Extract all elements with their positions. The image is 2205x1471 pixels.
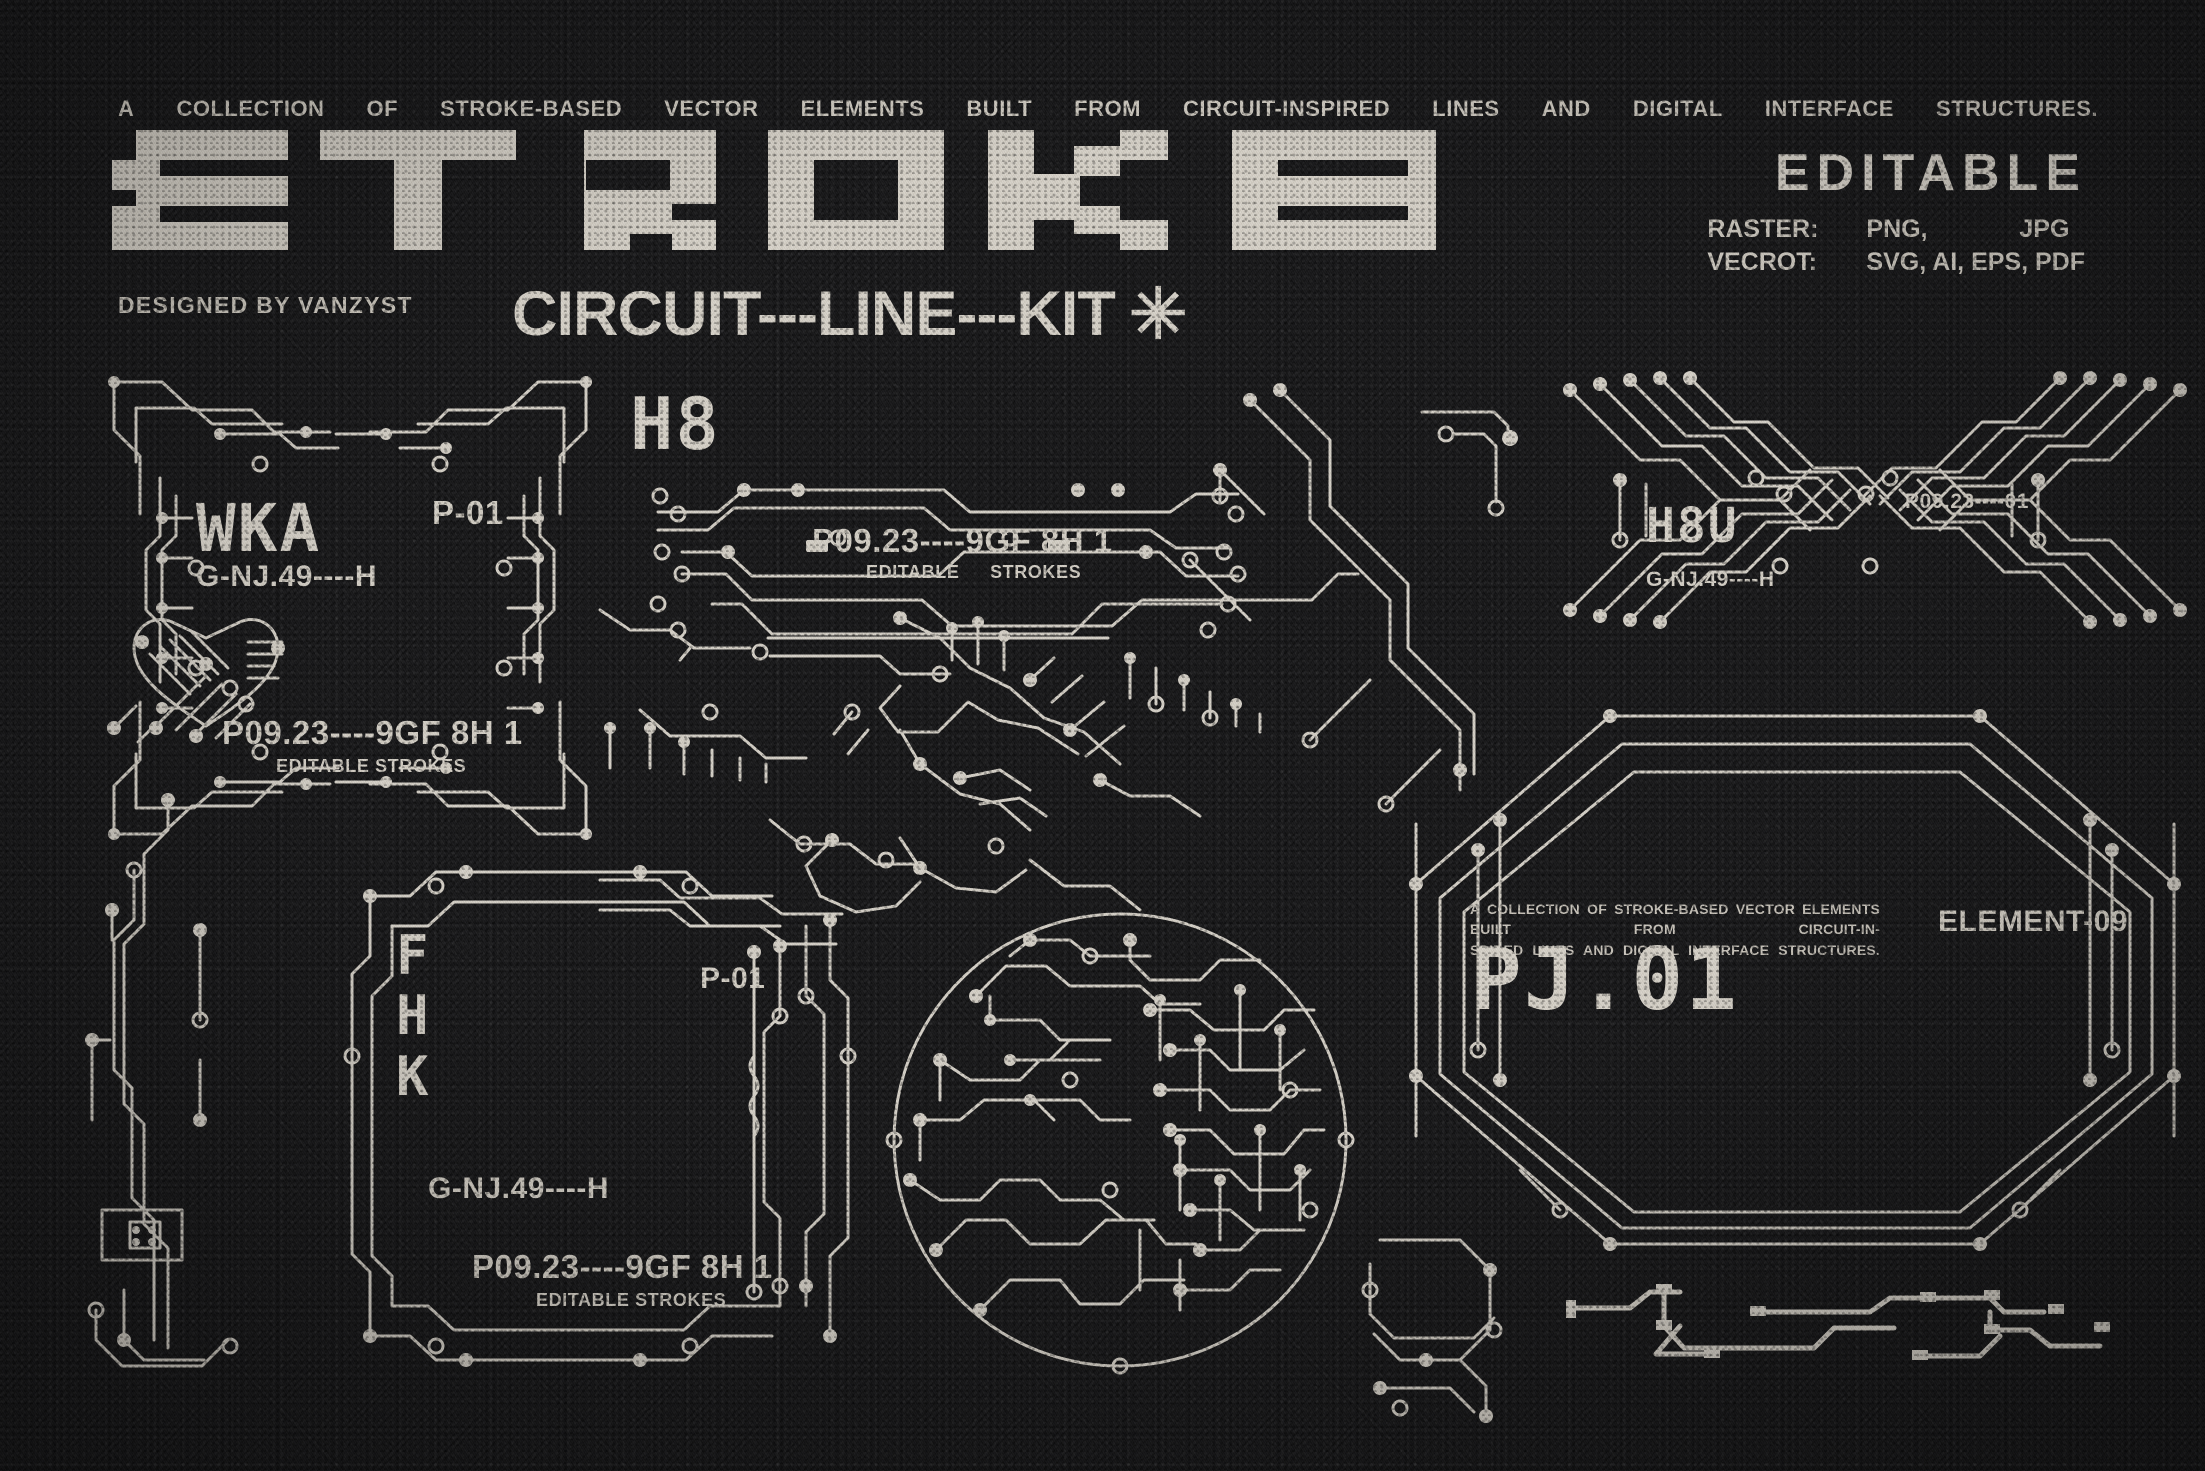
tagline-word: LINES xyxy=(1432,96,1500,121)
code-sub-wka: G-NJ.49----H xyxy=(196,560,378,593)
code-main-wka: P09.23----9GF 8H 1 xyxy=(222,714,523,751)
circuit-diagonal-bundle xyxy=(1181,383,1476,813)
element-glyph-h8: H8 xyxy=(630,382,721,466)
tagline-word: BUILT xyxy=(966,96,1033,121)
raster-label: RASTER: xyxy=(1707,215,1819,243)
tagline-word: DIGITAL xyxy=(1632,96,1723,121)
code-main-fhk: P09.23----9GF 8H 1 xyxy=(472,1248,773,1285)
circuit-octagon-pj01 xyxy=(1409,709,2181,1251)
code-main-h8: P09.23----9GF 8H 1 xyxy=(812,522,1113,559)
circuit-bus-h8 xyxy=(649,483,1360,640)
glyph-line: K xyxy=(396,1044,431,1108)
subtitle: CIRCUIT---LINE---KIT ✳ xyxy=(512,274,1188,353)
vector-label: VECROT: xyxy=(1707,247,1818,276)
blurb-line: SPIRED LINES AND DIGITAL INTERFACE STRUC… xyxy=(1470,941,1880,958)
tagline-word: AND xyxy=(1541,96,1591,121)
tagline-word: ELEMENTS xyxy=(800,96,925,121)
blurb-line: A COLLECTION OF STROKE-BASED VECTOR ELEM… xyxy=(1470,901,1880,938)
glyph-line: F xyxy=(396,924,431,987)
circuit-x-node xyxy=(1563,371,2187,629)
vector-value: SVG, AI, EPS, PDF xyxy=(1866,247,2085,276)
circuit-square-traces xyxy=(1566,1284,2110,1360)
circuit-small-bracket xyxy=(1361,1238,1503,1423)
caption-fhk: EDITABLE STROKES xyxy=(536,1290,727,1310)
circuit-globe xyxy=(885,912,1355,1375)
designer-credit: DESIGNED BY VANZYST xyxy=(118,292,413,318)
circuit-left-bracket xyxy=(85,793,239,1368)
tagline-word: A xyxy=(118,96,135,121)
circuit-heart xyxy=(107,618,285,744)
element-glyph-pj01: PJ.01 xyxy=(1470,930,1739,1030)
tagline: A COLLECTION OF STROKE-BASED VECTOR ELEM… xyxy=(118,96,2098,122)
code-sub-h8u: G-NJ.49----H xyxy=(1646,568,1775,591)
tagline-word: INTERFACE xyxy=(1764,96,1894,121)
asterisk-icon: ✳ xyxy=(1128,274,1188,353)
octagon-blurb: A COLLECTION OF STROKE-BASED VECTOR ELEM… xyxy=(1470,899,1880,960)
tagline-word: FROM xyxy=(1074,96,1141,121)
circuit-handshake xyxy=(598,608,1262,946)
format-list: RASTER: PNG, JPG VECROT: SVG, AI, EPS, P… xyxy=(1705,212,2087,280)
tagline-word: OF xyxy=(366,96,399,121)
tagline-word: VECTOR xyxy=(664,96,759,121)
element-glyph-fhk: F H K xyxy=(396,924,431,1108)
tagline-word: COLLECTION xyxy=(176,96,325,121)
caption-h8-right: STROKES xyxy=(990,562,1082,582)
code-right-h8u: P09.23----01 xyxy=(1905,490,2029,513)
caption-wka: EDITABLE STROKES xyxy=(276,756,467,776)
caption-h8-left: EDITABLE xyxy=(866,562,960,582)
tagline-word: STRUCTURES. xyxy=(1936,96,2098,121)
element-glyph-wka: WKA xyxy=(196,490,322,567)
circuit-corner-bracket xyxy=(1420,410,1518,517)
code-p01-fhk: P-01 xyxy=(700,962,766,995)
code-element-09: ELEMENT-09 xyxy=(1938,905,2129,938)
raster-value-png: PNG, xyxy=(1866,215,1928,243)
tagline-word: CIRCUIT-INSPIRED xyxy=(1182,96,1391,121)
glyph-line: H xyxy=(396,984,431,1048)
circuit-frame-fhk xyxy=(343,865,857,1367)
subtitle-text: CIRCUIT---LINE---KIT xyxy=(512,279,1116,349)
raster-value-jpg: JPG xyxy=(2019,215,2070,243)
code-p01-wka: P-01 xyxy=(432,494,504,531)
code-sub-fhk: G-NJ.49----H xyxy=(428,1172,610,1205)
editable-badge: EDITABLE xyxy=(1774,144,2087,202)
element-glyph-h8u: H8U xyxy=(1646,498,1739,554)
tagline-word: STROKE-BASED xyxy=(440,96,623,121)
circuit-frame-wka xyxy=(108,376,592,840)
title-artwork xyxy=(112,130,1436,250)
